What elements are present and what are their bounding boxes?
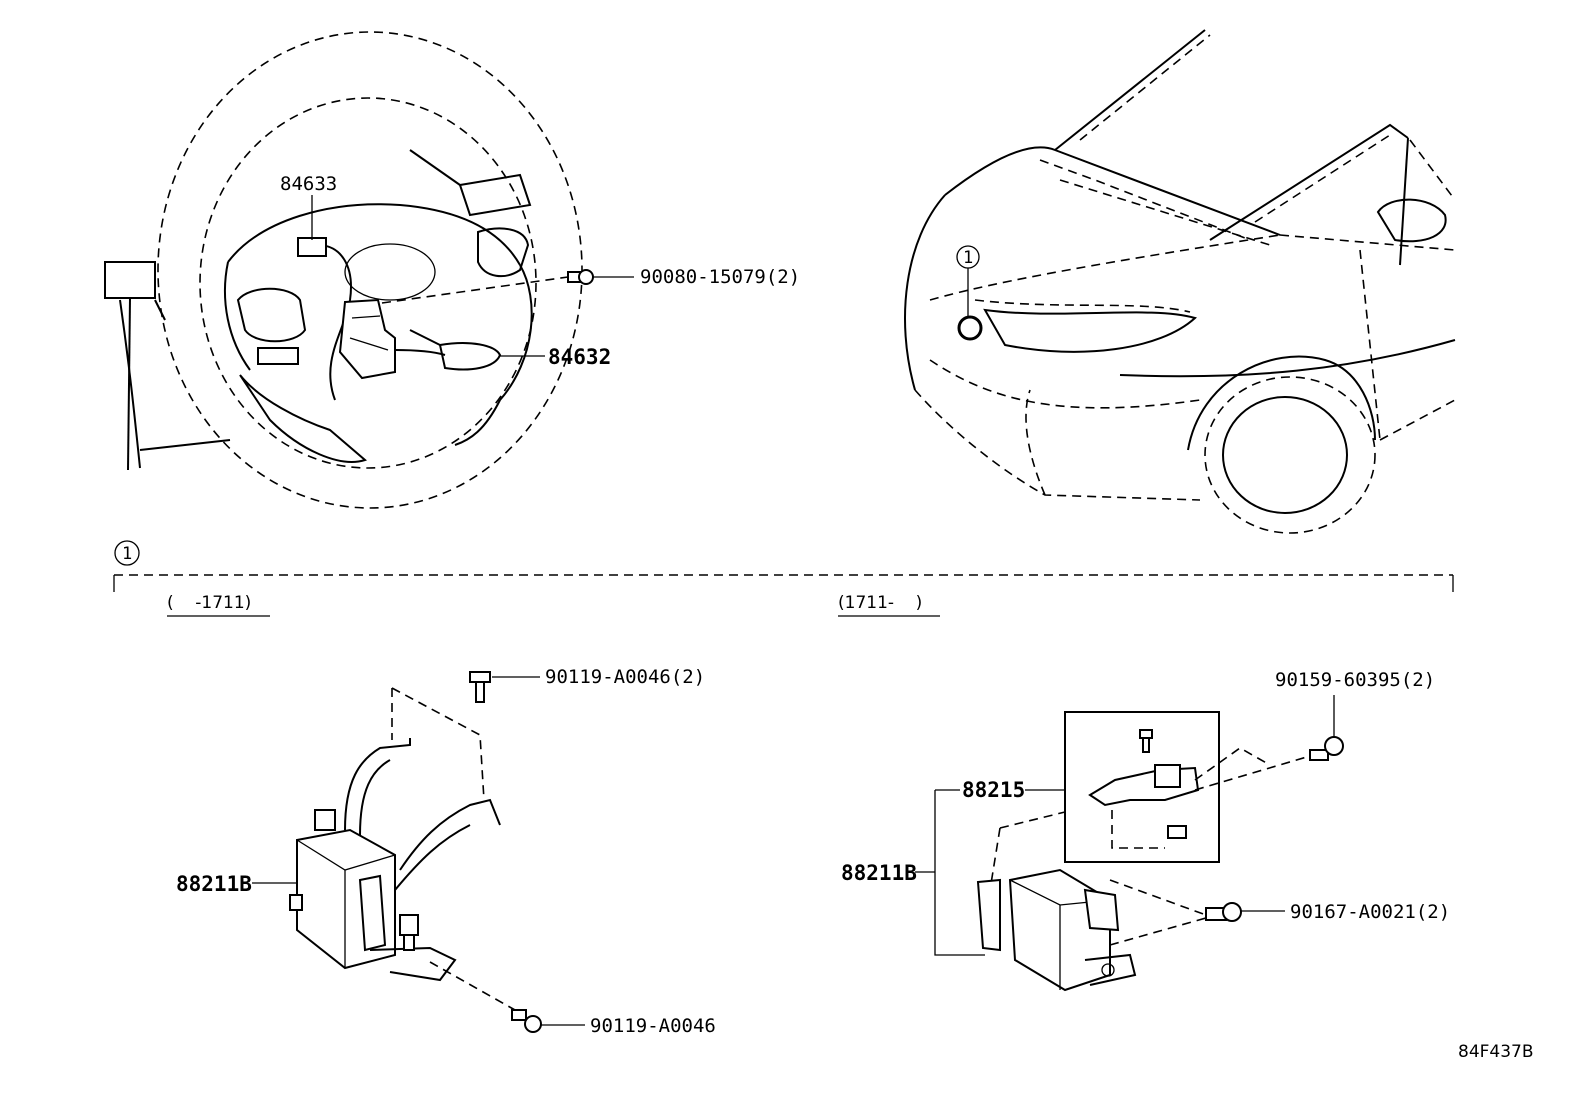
callout-88211B-right: 88211B [841,861,917,885]
date-range-after: (1711- ) [838,593,922,613]
date-range-before: ( -1711) [167,593,251,613]
figure-code: 84F437B [1458,1042,1534,1062]
right-sensor-assembly-illustration [915,695,1344,992]
steering-wheel-illustration [104,31,634,509]
callout-84632: 84632 [548,345,611,369]
callout-88215: 88215 [962,778,1025,802]
ref-marker-section: 1 [122,544,132,564]
callout-88211B-left: 88211B [176,872,252,896]
left-sensor-assembly-illustration [252,671,585,1033]
callout-90159-60395: 90159-60395(2) [1275,669,1435,691]
section-divider [113,540,1454,617]
callout-90119-A0046-2: 90119-A0046(2) [545,666,705,688]
callout-90080-15079: 90080-15079(2) [640,266,800,288]
callout-90119-A0046: 90119-A0046 [590,1015,716,1037]
callout-84633: 84633 [280,173,337,195]
vehicle-front-illustration [904,29,1456,534]
ref-marker-vehicle: 1 [963,248,973,268]
callout-90167-A0021: 90167-A0021(2) [1290,901,1450,923]
